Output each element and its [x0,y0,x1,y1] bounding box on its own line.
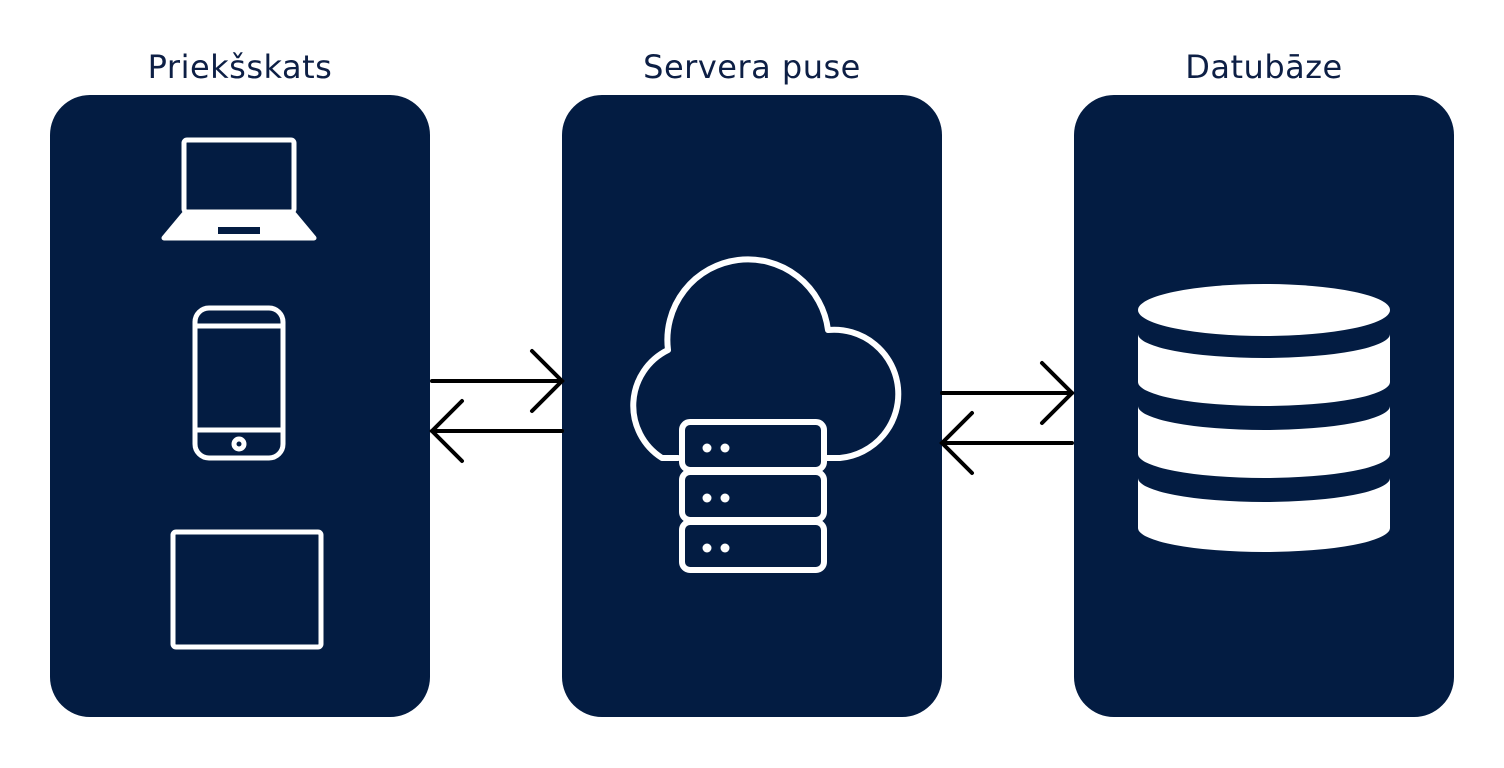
column-title-frontend: Priekšskats [147,48,333,86]
cloud-server-icon [630,256,902,573]
arrow-right-icon [430,349,565,413]
arrow-right-icon [940,361,1075,425]
panel-frontend [50,95,430,717]
connector-frontend-backend [429,349,565,463]
database-icon [1138,284,1390,552]
smartphone-icon [192,305,286,461]
arrow-left-icon [429,399,564,463]
column-title-backend: Servera puse [643,48,861,86]
tablet-icon [170,529,324,650]
laptop-icon [161,137,317,241]
connector-backend-database [939,361,1075,475]
arrow-left-icon [939,411,1074,475]
panel-backend [562,95,942,717]
column-title-database: Datubāze [1185,48,1343,86]
